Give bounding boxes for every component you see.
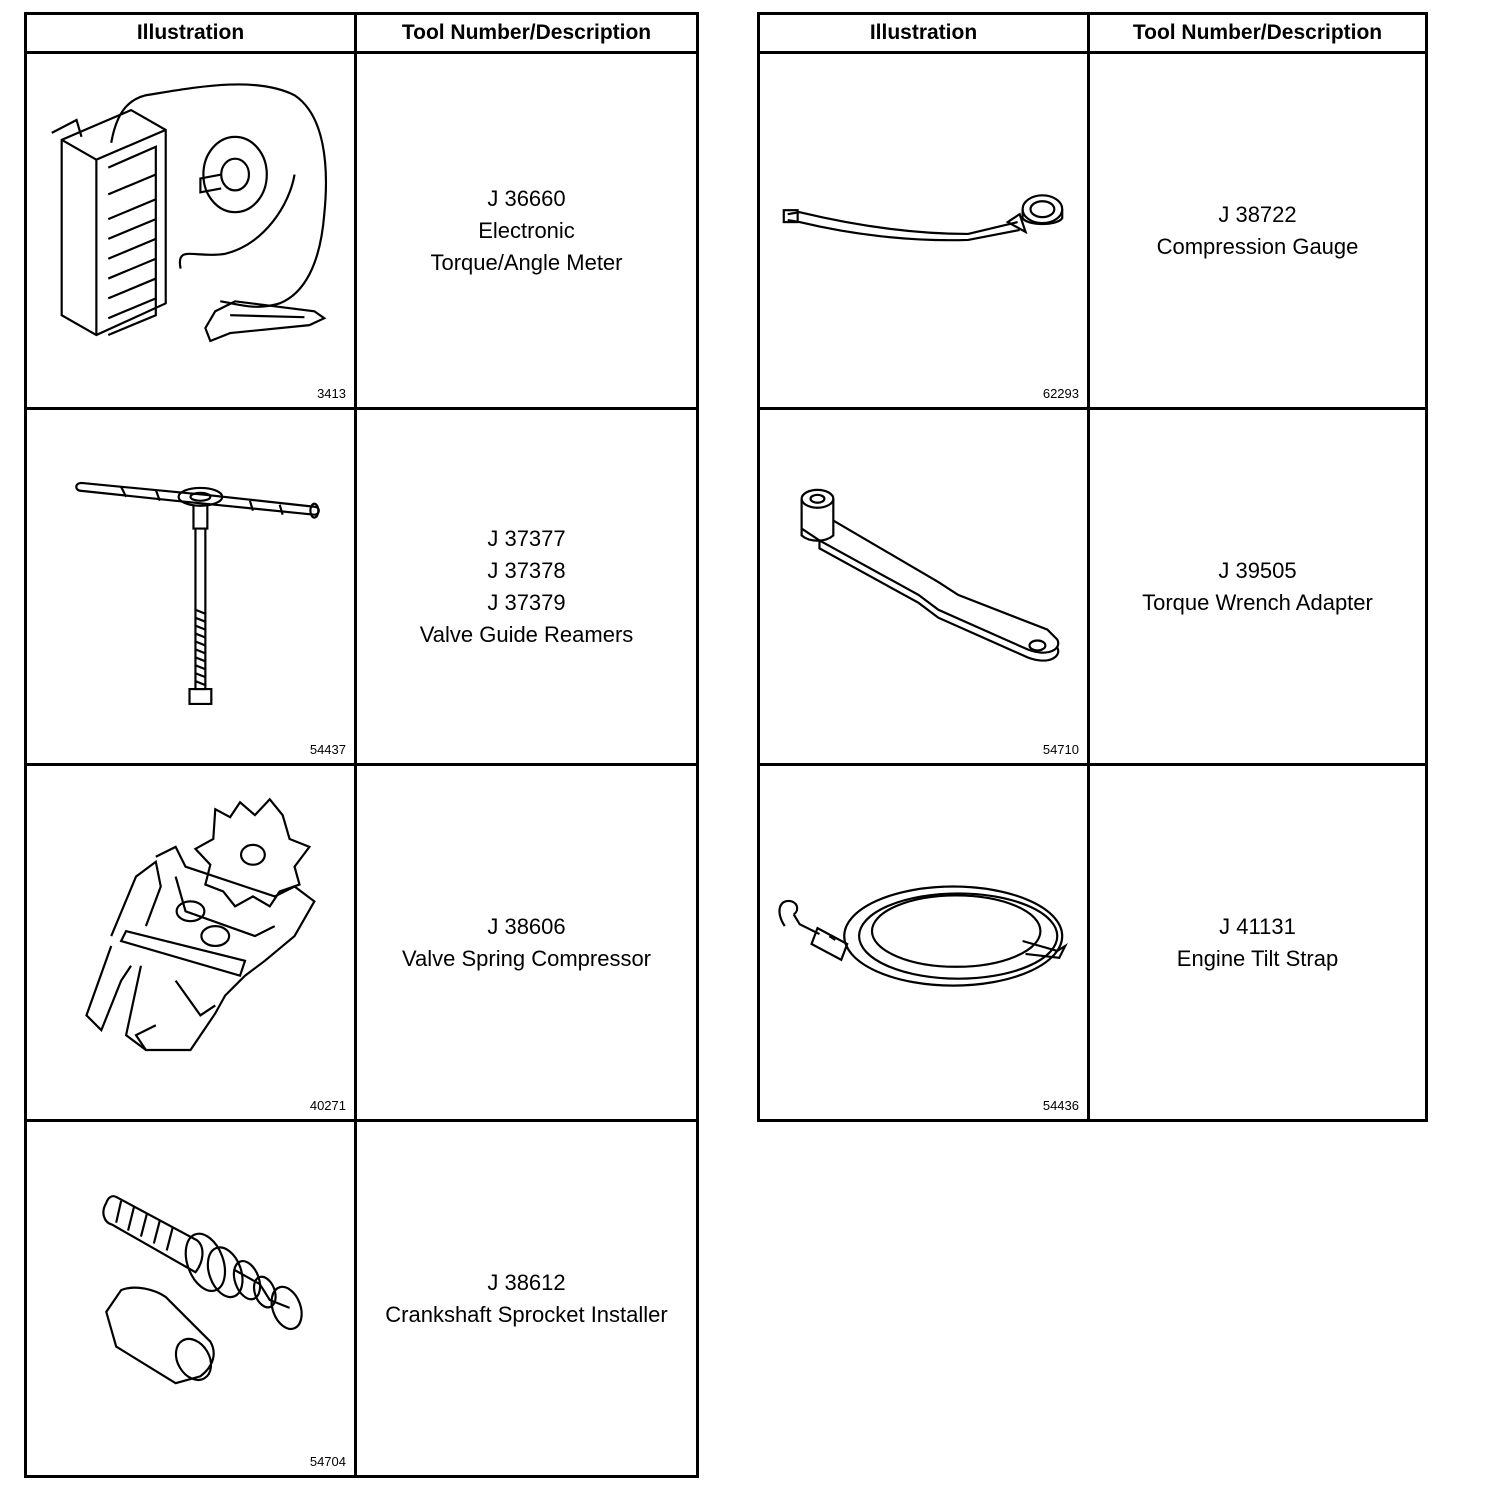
- tool-description-cell: J 36660 Electronic Torque/Angle Meter: [354, 51, 699, 410]
- tool-number: J 37377: [487, 525, 566, 551]
- illustration-cell: 40271: [24, 763, 357, 1122]
- torque-angle-meter-illustration: [51, 83, 327, 343]
- illustration-cell: 54436: [757, 763, 1090, 1122]
- valve-guide-reamer-illustration: [75, 481, 320, 706]
- tool-number: J 38722: [1218, 201, 1297, 227]
- tool-number: J 37379: [487, 589, 566, 615]
- tool-number: J 38612: [487, 1269, 566, 1295]
- table-row: 54710 J 39505 Torque Wrench Adapter: [757, 407, 1428, 766]
- header-tool-number-description: Tool Number/Description: [1087, 12, 1428, 54]
- tool-description-cell: J 38606 Valve Spring Compressor: [354, 763, 699, 1122]
- tool-description: Compression Gauge: [1156, 233, 1359, 259]
- illustration-cell: 54437: [24, 407, 357, 766]
- tool-number: J 39505: [1218, 557, 1297, 583]
- torque-wrench-adapter-illustration: [800, 488, 1060, 662]
- valve-spring-compressor-illustration: [85, 797, 316, 1052]
- figure-number: 3413: [317, 386, 346, 401]
- table-header-row: Illustration Tool Number/Description: [24, 12, 699, 54]
- engine-tilt-strap-illustration: [778, 885, 1068, 987]
- figure-number: 54436: [1042, 1098, 1079, 1113]
- table-row: 62293 J 38722 Compression Gauge: [757, 51, 1428, 410]
- tool-description: Crankshaft Sprocket Installer: [385, 1301, 668, 1327]
- table-header-row: Illustration Tool Number/Description: [757, 12, 1428, 54]
- tool-description-cell: J 37377 J 37378 J 37379 Valve Guide Ream…: [354, 407, 699, 766]
- compression-gauge-illustration: [782, 194, 1064, 242]
- tool-description: Engine Tilt Strap: [1176, 945, 1339, 971]
- figure-number: 54710: [1042, 742, 1079, 757]
- tool-description: Valve Spring Compressor: [401, 945, 652, 971]
- header-tool-number-description: Tool Number/Description: [354, 12, 699, 54]
- figure-number: 40271: [309, 1098, 346, 1113]
- header-illustration: Illustration: [24, 12, 357, 54]
- tool-description: Torque/Angle Meter: [430, 249, 623, 275]
- figure-number: 62293: [1042, 386, 1079, 401]
- special-tools-table-right: Illustration Tool Number/Description 622…: [757, 12, 1428, 1122]
- table-row: 3413 J 36660 Electronic Torque/Angle Met…: [24, 51, 699, 410]
- crankshaft-sprocket-installer-illustration: [102, 1195, 303, 1385]
- tool-description-cell: J 38612 Crankshaft Sprocket Installer: [354, 1119, 699, 1478]
- table-row: 54436 J 41131 Engine Tilt Strap: [757, 763, 1428, 1122]
- tool-description-cell: J 38722 Compression Gauge: [1087, 51, 1428, 410]
- header-illustration: Illustration: [757, 12, 1090, 54]
- tool-number: J 41131: [1219, 913, 1296, 939]
- illustration-cell: 54710: [757, 407, 1090, 766]
- table-row: 54437 J 37377 J 37378 J 37379 Valve Guid…: [24, 407, 699, 766]
- tool-description-cell: J 41131 Engine Tilt Strap: [1087, 763, 1428, 1122]
- illustration-cell: 54704: [24, 1119, 357, 1478]
- tool-description-cell: J 39505 Torque Wrench Adapter: [1087, 407, 1428, 766]
- table-row: 40271 J 38606 Valve Spring Compressor: [24, 763, 699, 1122]
- tool-number: J 38606: [487, 913, 566, 939]
- illustration-cell: 3413: [24, 51, 357, 410]
- special-tools-table-left: Illustration Tool Number/Description: [24, 12, 699, 1478]
- tool-description: Valve Guide Reamers: [419, 621, 634, 647]
- tool-description: Torque Wrench Adapter: [1142, 589, 1373, 615]
- figure-number: 54437: [309, 742, 346, 757]
- tool-number: J 37378: [487, 557, 566, 583]
- illustration-cell: 62293: [757, 51, 1090, 410]
- table-row: 54704 J 38612 Crankshaft Sprocket Instal…: [24, 1119, 699, 1478]
- figure-number: 54704: [309, 1454, 346, 1469]
- tool-description: Electronic: [478, 217, 575, 243]
- tool-number: J 36660: [487, 185, 566, 211]
